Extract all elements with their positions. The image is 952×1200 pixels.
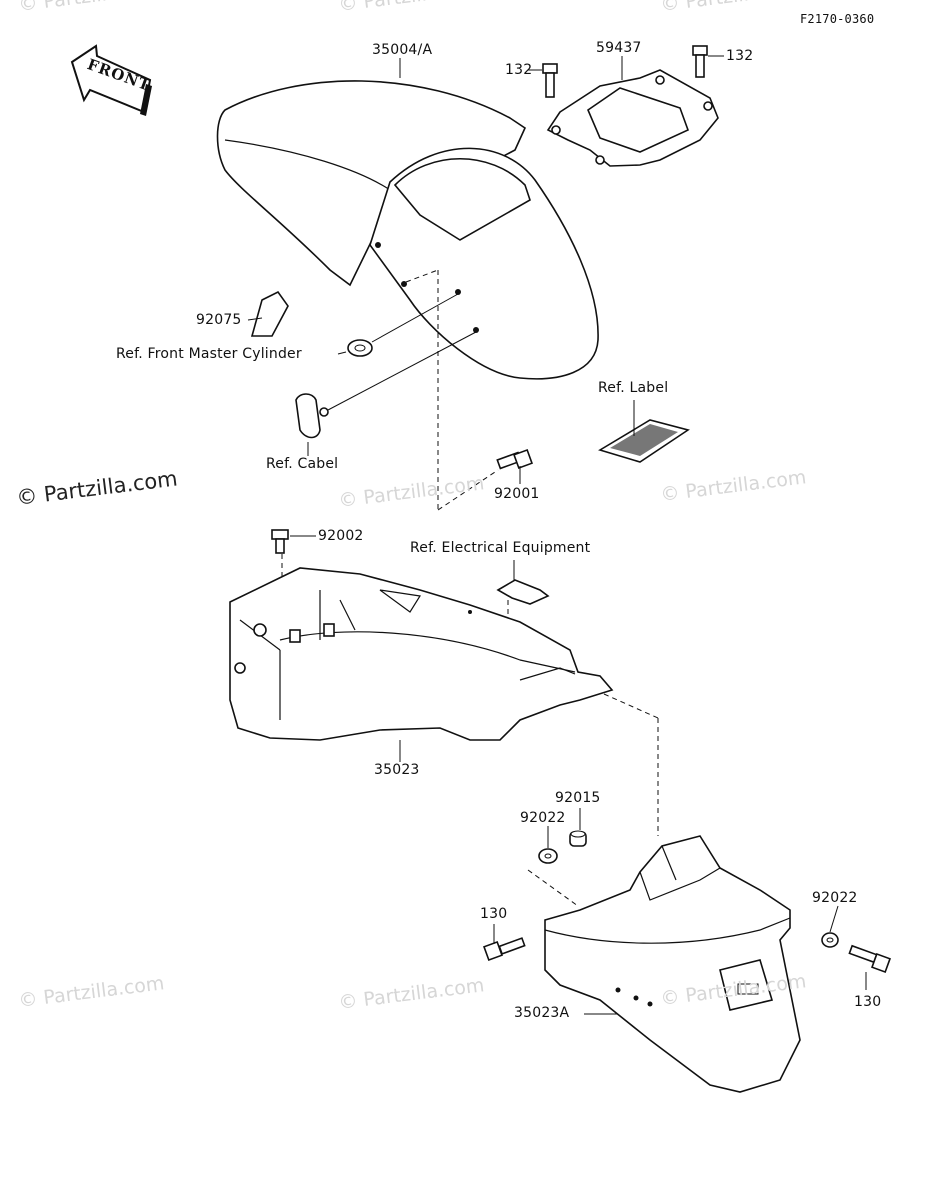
washer-92022-right [821, 932, 839, 948]
collar-92015 [569, 830, 587, 847]
rear-fender-flap [544, 835, 801, 1093]
label-collar-92015: 92015 [555, 790, 601, 806]
label-bolt-92001: 92001 [494, 486, 540, 502]
label-ref-master-cylinder: Ref. Front Master Cylinder [116, 346, 302, 362]
label-rear-fender-flap: 35023A [514, 1005, 570, 1021]
bolt-92002 [271, 529, 289, 554]
figure-code: F2170-0360 [800, 12, 875, 26]
hose-clamp [347, 339, 373, 357]
bolt-92001 [496, 449, 533, 470]
label-front-fender: 35004/A [372, 42, 433, 58]
rear-fender [229, 567, 614, 741]
bolt-130-right [848, 944, 891, 973]
label-ref-cabel: Ref. Cabel [266, 456, 339, 472]
label-ref-label: Ref. Label [598, 380, 669, 396]
bolt-132-right [692, 45, 708, 78]
cable-guide [295, 393, 329, 439]
label-rear-fender: 35023 [374, 762, 420, 778]
label-bolt-132-left: 132 [505, 62, 533, 78]
label-plate: 59437 [596, 40, 642, 56]
label-bolt-130-left: 130 [480, 906, 508, 922]
label-washer-92022-left: 92022 [520, 810, 566, 826]
label-washer-92022-right: 92022 [812, 890, 858, 906]
washer-92022-left [538, 848, 558, 864]
bolt-132-left [542, 63, 558, 98]
electrical-bracket [496, 579, 550, 605]
label-emblem: 92075 [196, 312, 242, 328]
bolt-130-left [483, 937, 526, 961]
front-arrow-icon [70, 44, 152, 116]
label-bolt-92002: 92002 [318, 528, 364, 544]
front-fender [216, 80, 599, 380]
label-bolt-130-right: 130 [854, 994, 882, 1010]
label-ref-electrical: Ref. Electrical Equipment [410, 540, 591, 556]
label-bolt-132-right: 132 [726, 48, 754, 64]
warning-label [598, 419, 690, 463]
mounting-plate [546, 69, 719, 167]
emblem [250, 290, 289, 337]
